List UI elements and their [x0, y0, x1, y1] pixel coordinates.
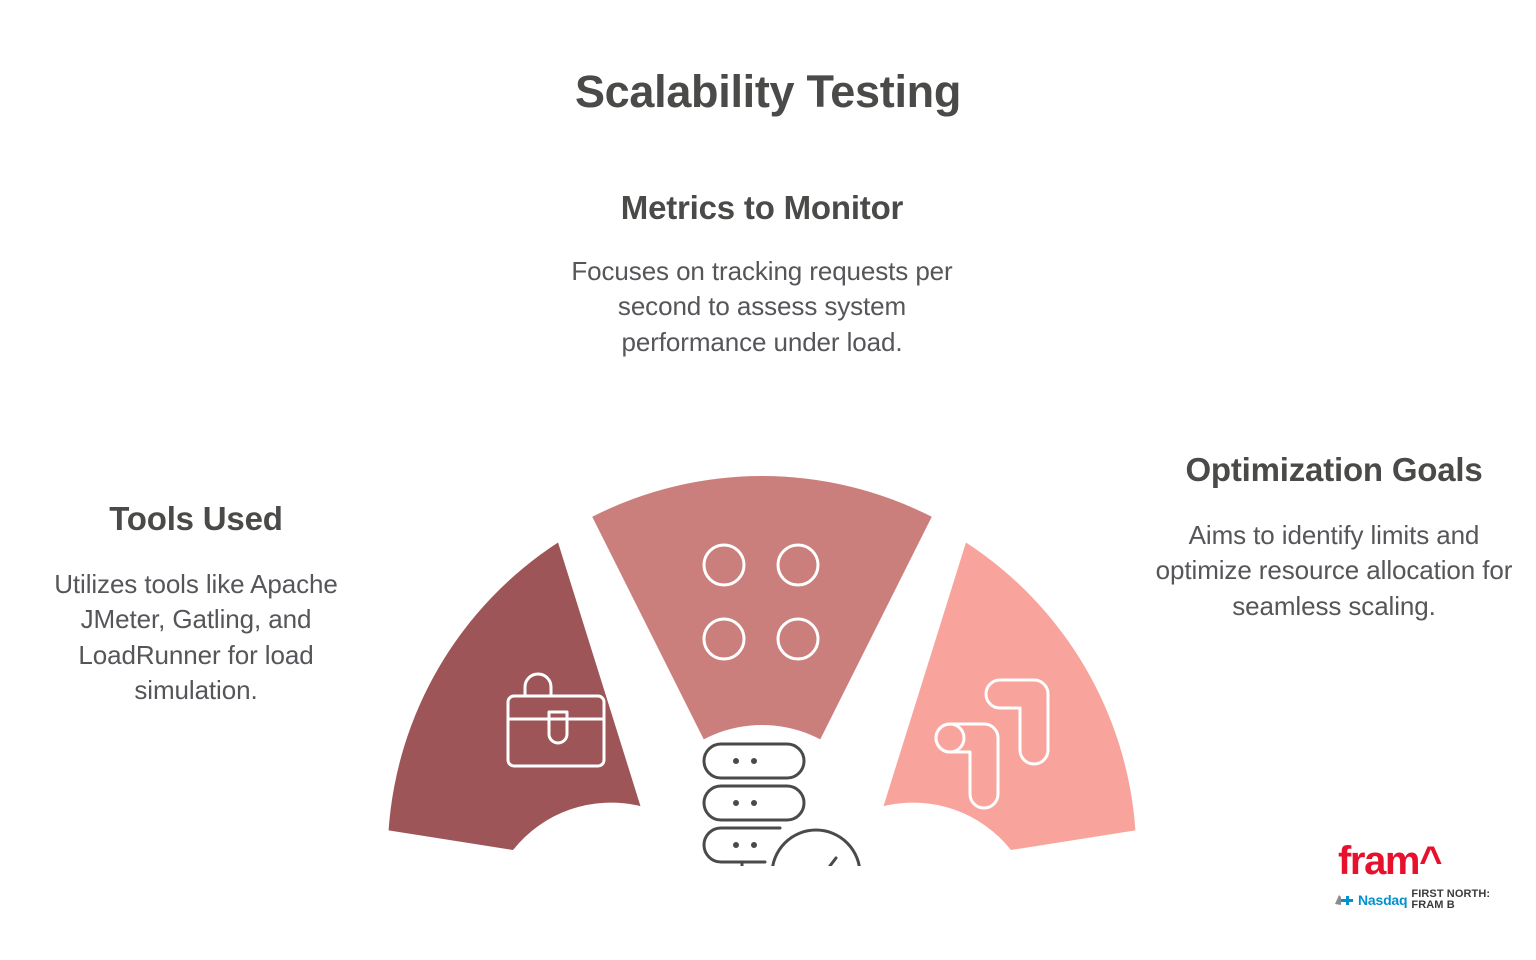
page-title: Scalability Testing [574, 66, 962, 117]
listing-label: FIRST NORTH: FRAM B [1411, 888, 1491, 911]
section-body-tools: Utilizes tools like Apache JMeter, Gatli… [54, 568, 338, 706]
four-circles-icon [702, 543, 820, 661]
segment-metrics-sector[interactable] [592, 476, 932, 743]
briefcase-icon [506, 672, 606, 768]
blocks-icon [934, 678, 1050, 810]
nasdaq-label: Nasdaq [1358, 892, 1408, 908]
segment-optimization-goals[interactable] [883, 542, 1136, 850]
segment-optimization-sector[interactable] [883, 542, 1136, 850]
exchange-listing: Nasdaq FIRST NORTH: FRAM B [1334, 888, 1514, 911]
section-tools-used: Tools Used Utilizes tools like Apache JM… [16, 497, 376, 709]
segment-metrics-to-monitor[interactable] [592, 476, 932, 743]
nasdaq-logo-icon [1335, 895, 1353, 905]
section-body-optimization: Aims to identify limits and optimize res… [1155, 519, 1513, 621]
section-heading-metrics: Metrics to Monitor [620, 189, 904, 226]
section-heading-tools: Tools Used [109, 500, 283, 537]
section-heading-optimization: Optimization Goals [1185, 451, 1483, 488]
section-body-metrics: Focuses on tracking requests per second … [571, 255, 953, 357]
semicircle-diagram [372, 466, 1152, 866]
brand-logo: fram^ Nasdaq FIRST NORTH: FRAM B [1334, 841, 1514, 921]
server-check-icon [702, 742, 861, 866]
logo-wordmark: fram^ [1338, 839, 1442, 883]
section-optimization-goals: Optimization Goals Aims to identify limi… [1148, 448, 1520, 624]
section-metrics-to-monitor: Metrics to Monitor Focuses on tracking r… [553, 186, 971, 360]
